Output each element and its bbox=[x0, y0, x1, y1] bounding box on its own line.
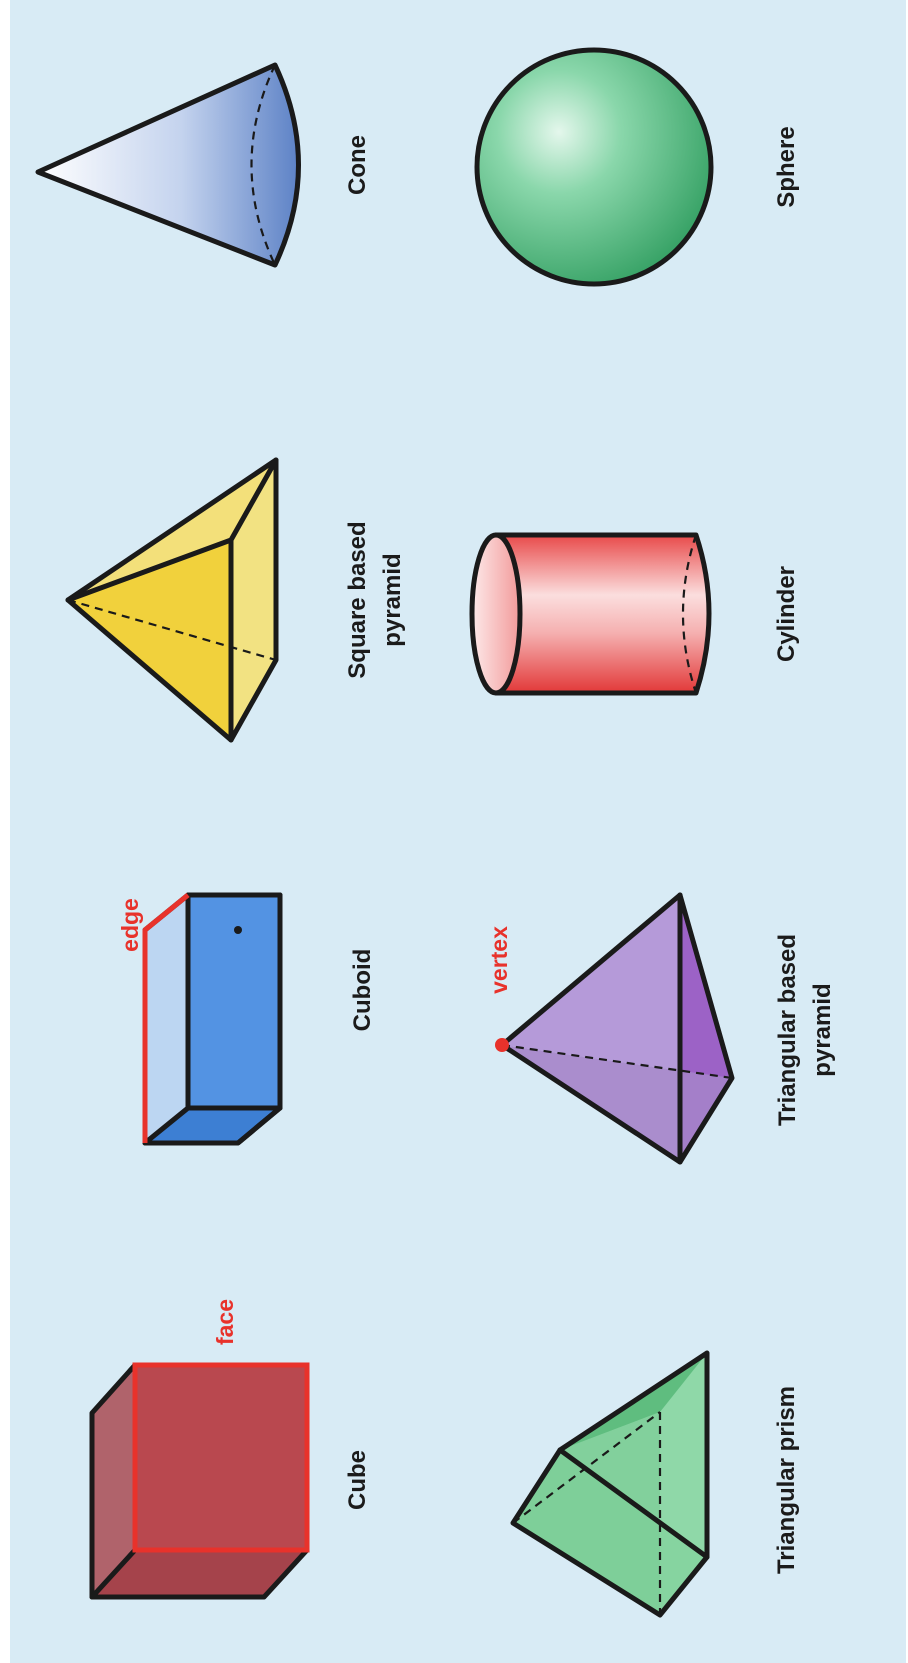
cube-shape bbox=[92, 1365, 307, 1597]
cylinder-label: Cylinder bbox=[773, 566, 800, 662]
cylinder-shape bbox=[472, 535, 709, 693]
sphere-shape bbox=[477, 50, 711, 284]
vertex-callout: vertex bbox=[486, 926, 512, 994]
triangular-based-pyramid-shape bbox=[495, 895, 732, 1162]
cone-label: Cone bbox=[344, 135, 371, 195]
square-based-pyramid-shape bbox=[68, 460, 276, 740]
triangular-prism-label: Triangular prism bbox=[773, 1386, 800, 1574]
triangular-pyramid-label-line1: Triangular based bbox=[774, 934, 801, 1126]
cuboid-label: Cuboid bbox=[349, 949, 376, 1032]
triangular-prism-shape bbox=[513, 1353, 707, 1615]
square-pyramid-label-line2: pyramid bbox=[379, 553, 406, 646]
sphere-label: Sphere bbox=[773, 126, 800, 207]
cuboid-shape bbox=[145, 895, 280, 1143]
edge-callout: edge bbox=[117, 898, 143, 952]
square-pyramid-label-line1: Square based bbox=[344, 521, 371, 678]
cone-shape bbox=[38, 65, 299, 265]
triangular-pyramid-label-line2: pyramid bbox=[809, 983, 836, 1076]
shapes-diagram: Cone Sphere Square based pyramid Cylinde… bbox=[10, 0, 906, 1663]
cube-label: Cube bbox=[344, 1450, 371, 1510]
face-callout: face bbox=[212, 1299, 238, 1345]
shapes-poster: Cone Sphere Square based pyramid Cylinde… bbox=[10, 0, 906, 1663]
